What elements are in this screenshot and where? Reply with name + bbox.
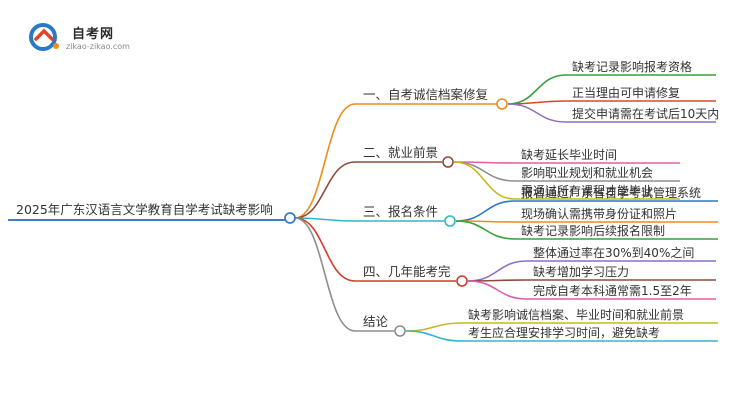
logo-url: zikao-zikao.com <box>66 42 130 51</box>
child-label-1-2: 正当理由可申请修复 <box>572 85 680 100</box>
child-label-4-1: 整体通过率在30%到40%之间 <box>533 245 694 260</box>
edge-branch-4-child-3 <box>467 280 528 300</box>
mind-map-edges <box>8 74 718 342</box>
branch-label-3: 三、报名条件 <box>363 204 438 219</box>
edge-branch-3-child-1 <box>455 200 516 222</box>
child-label-3-1: 报名通过广东省自学考试管理系统 <box>521 185 701 200</box>
edge-branch-2-child-2 <box>453 161 516 182</box>
child-label-2-3: 需通过所有课程才能毕业 <box>521 183 653 198</box>
edge-root-branch-1 <box>294 103 356 219</box>
child-label-3-2: 现场确认需携带身份证和照片 <box>521 206 677 221</box>
logo-mark-icon <box>29 23 59 51</box>
child-label-1-3: 提交申请需在考试后10天内 <box>572 106 719 121</box>
edge-root-branch-2 <box>294 161 356 219</box>
edge-branch-1-child-1 <box>507 74 567 105</box>
branch-node-2[interactable] <box>442 156 454 168</box>
edge-branch-5-child-2 <box>405 330 463 342</box>
branch-label-5: 结论 <box>363 314 389 329</box>
branch-node-1[interactable] <box>496 98 508 110</box>
branch-label-4: 四、几年能考完 <box>363 264 451 279</box>
child-label-5-1: 缺考影响诚信档案、毕业时间和就业前景 <box>468 307 684 322</box>
child-label-4-2: 缺考增加学习压力 <box>533 264 629 279</box>
edge-root-branch-4 <box>294 217 356 282</box>
branch-node-3[interactable] <box>444 215 456 227</box>
root-node[interactable] <box>284 212 296 224</box>
edge-root-branch-5 <box>294 217 356 332</box>
mind-map-nodes: 2025年广东汉语言文学教育自学考试缺考影响 一、自考诚信档案修复 缺考记录影响报考… <box>16 59 719 340</box>
edge-branch-4-child-1 <box>467 260 528 282</box>
edge-branch-5-child-1 <box>405 322 463 332</box>
child-label-1-1: 缺考记录影响报考资格 <box>572 59 692 74</box>
child-label-5-2: 考生应合理安排学习时间，避免缺考 <box>468 325 660 340</box>
edge-branch-1-child-3 <box>507 103 567 123</box>
branch-node-4[interactable] <box>456 275 468 287</box>
edge-root-branch-3 <box>294 217 356 222</box>
branch-node-5[interactable] <box>394 325 406 337</box>
edge-branch-3-child-3 <box>455 220 516 240</box>
child-label-2-1: 缺考延长毕业时间 <box>521 147 617 162</box>
logo: 自考网 zikao-zikao.com <box>28 20 138 54</box>
edge-branch-2-child-3 <box>453 161 516 200</box>
child-label-2-2: 影响职业规划和就业机会 <box>521 165 653 180</box>
branch-label-1: 一、自考诚信档案修复 <box>363 87 489 102</box>
child-label-3-3: 缺考记录影响后续报名限制 <box>521 223 665 238</box>
child-label-4-3: 完成自考本科通常需1.5至2年 <box>533 283 692 298</box>
logo-name: 自考网 <box>72 27 115 42</box>
root-label: 2025年广东汉语言文学教育自学考试缺考影响 <box>16 202 273 217</box>
branch-label-2: 二、就业前景 <box>363 145 438 160</box>
